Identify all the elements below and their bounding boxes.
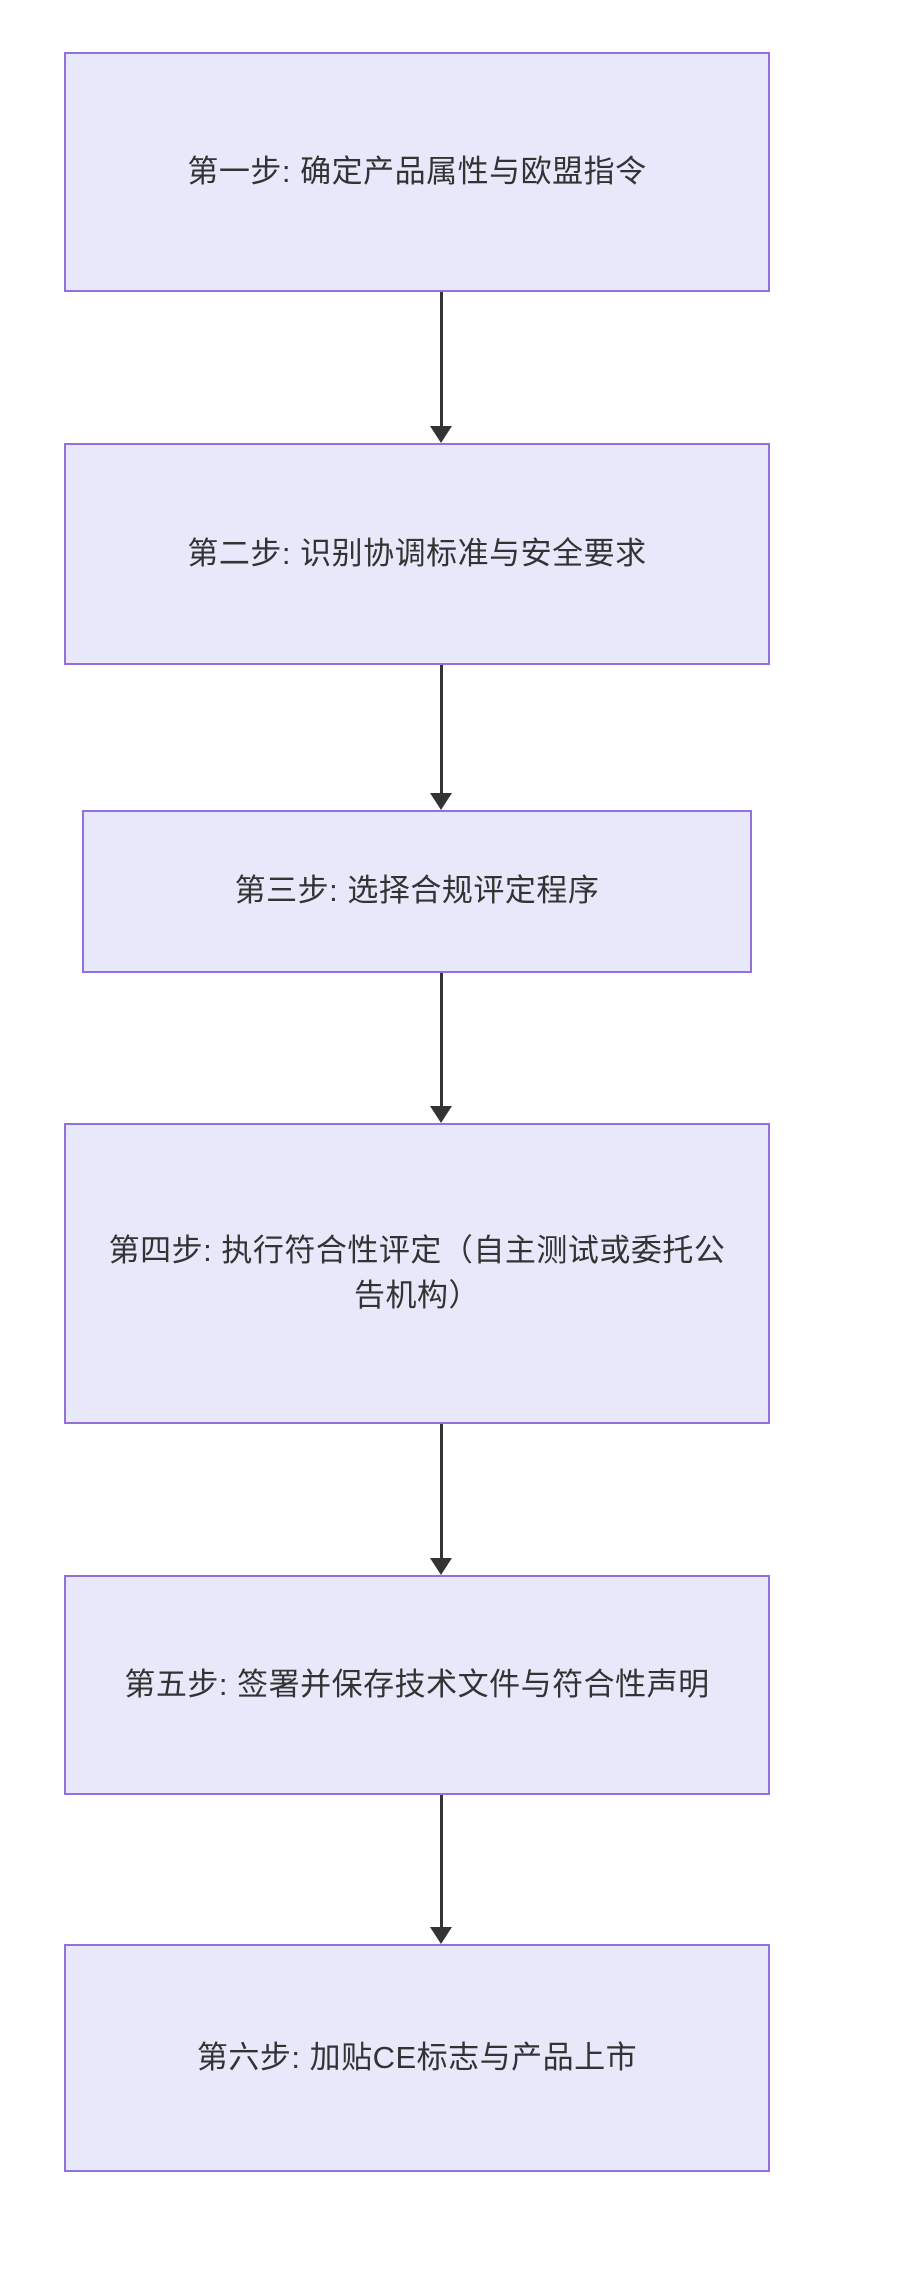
flowchart-node-step-4[interactable]: 第四步: 执行符合性评定（自主测试或委托公告机构） (64, 1123, 770, 1424)
flowchart-node-step-2[interactable]: 第二步: 识别协调标准与安全要求 (64, 443, 770, 665)
flowchart-node-step-3[interactable]: 第三步: 选择合规评定程序 (82, 810, 752, 973)
flowchart-node-step-1[interactable]: 第一步: 确定产品属性与欧盟指令 (64, 52, 770, 292)
edge-line (440, 1424, 443, 1558)
flowchart-node-label: 第三步: 选择合规评定程序 (234, 873, 600, 909)
flowchart-node-label: 第六步: 加贴CE标志与产品上市 (196, 2039, 638, 2075)
flowchart-node-label: 第二步: 识别协调标准与安全要求 (187, 535, 647, 571)
edge-line (440, 1795, 443, 1927)
edge-line (440, 973, 443, 1106)
flowchart-node-label: 第一步: 确定产品属性与欧盟指令 (187, 153, 647, 189)
edge-line (440, 665, 443, 793)
flowchart-node-label: 第四步: 执行符合性评定（自主测试或委托公告机构） (108, 1233, 726, 1313)
arrow-down-icon (430, 1927, 452, 1944)
arrow-down-icon (430, 426, 452, 443)
arrow-down-icon (430, 1558, 452, 1575)
arrow-down-icon (430, 793, 452, 810)
flowchart-node-step-5[interactable]: 第五步: 签署并保存技术文件与符合性声明 (64, 1575, 770, 1795)
flowchart-node-label: 第五步: 签署并保存技术文件与符合性声明 (124, 1666, 710, 1702)
arrow-down-icon (430, 1106, 452, 1123)
flowchart-node-step-6[interactable]: 第六步: 加贴CE标志与产品上市 (64, 1944, 770, 2172)
edge-line (440, 292, 443, 426)
